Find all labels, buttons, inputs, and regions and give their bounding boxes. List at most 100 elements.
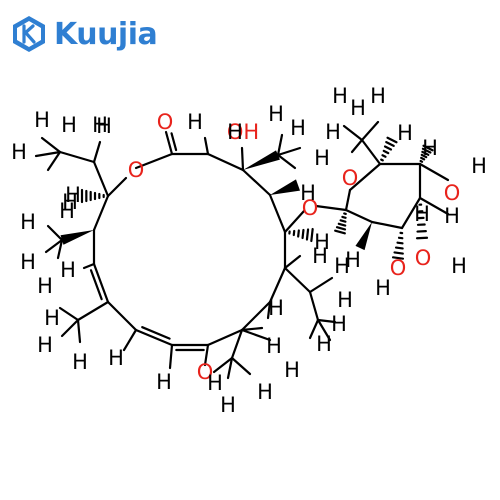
hydrogen-label: H	[316, 332, 332, 356]
double-bond-inner	[141, 326, 171, 340]
hash-bond-stripe	[393, 251, 404, 255]
hydrogen-label: H	[266, 334, 282, 358]
single-bond	[316, 318, 332, 342]
single-bond	[314, 204, 348, 212]
single-bond	[60, 318, 80, 338]
single-bond	[241, 168, 272, 197]
single-bond	[34, 150, 62, 158]
hash-bond-stripe	[380, 158, 384, 162]
hydrogen-label: H	[92, 113, 108, 137]
single-bond	[226, 356, 234, 380]
single-bond	[58, 150, 96, 164]
hydrogen-label: H	[375, 276, 391, 300]
hash-bond-stripe	[383, 145, 393, 151]
hash-bond-stripe	[421, 150, 430, 156]
single-bond	[418, 196, 450, 216]
hydrogen-label: H	[332, 84, 348, 108]
single-bond	[134, 152, 174, 170]
hydrogen-label: H	[284, 358, 300, 382]
hydrogen-label: H	[444, 204, 460, 228]
double-bond	[134, 328, 174, 347]
single-bond	[370, 220, 404, 230]
hydrogen-label: H	[334, 254, 350, 278]
hash-bond-stripe	[391, 256, 405, 260]
hydrogen-label: H	[207, 371, 223, 395]
single-bond	[40, 136, 62, 154]
single-bond	[276, 153, 297, 170]
hydrogen-label: H	[37, 333, 53, 357]
single-bond	[268, 193, 287, 234]
hydrogen-label: H	[227, 120, 243, 144]
hash-bond-stripe	[421, 147, 432, 154]
hydrogen-label: H	[257, 380, 273, 404]
hash-bond-stripe	[337, 222, 347, 227]
single-bond	[360, 120, 380, 142]
hydrogen-label: H	[370, 84, 386, 108]
double-bond-inner	[89, 269, 103, 301]
single-bond	[344, 188, 352, 212]
hydrogen-label: H	[268, 102, 284, 126]
wedge-bond	[60, 230, 94, 245]
single-bond	[203, 136, 210, 156]
hydrogen-label: H	[337, 288, 353, 312]
hydrogen-label: H	[156, 370, 172, 394]
single-bond	[344, 208, 374, 224]
single-bond	[342, 124, 364, 142]
hydrogen-label: H	[471, 154, 487, 178]
sugar-hydroxyl-oxygen-label: O	[390, 256, 407, 280]
wedge-bond	[243, 150, 280, 170]
sugar-ring-oxygen-label: O	[342, 166, 359, 190]
single-bond	[212, 356, 234, 374]
single-bond	[206, 328, 244, 347]
single-bond	[76, 300, 110, 322]
single-bond	[82, 262, 96, 270]
hydrogen-label: H	[314, 146, 330, 170]
kuujia-logo-text: Kuujia	[54, 16, 158, 52]
single-bond	[276, 133, 284, 157]
hydrogen-label: H	[60, 258, 76, 282]
hash-bond-stripe	[310, 227, 314, 243]
single-bond	[283, 209, 306, 234]
wedge-bond	[270, 179, 301, 195]
hash-bond-stripe	[334, 229, 346, 235]
kuujia-logo-icon	[13, 16, 45, 52]
single-bond	[418, 162, 450, 182]
hydrogen-label: H	[11, 140, 27, 164]
single-bond	[106, 300, 138, 332]
hash-bond-stripe	[386, 136, 398, 144]
hash-bond-stripe	[341, 215, 347, 219]
hydrogen-label: H	[325, 120, 341, 144]
single-bond	[206, 152, 245, 172]
hydrogen-label: H	[350, 96, 366, 120]
single-bond	[92, 140, 102, 164]
single-bond	[240, 300, 272, 332]
hydrogen-label: H	[65, 183, 81, 207]
ketone-oxygen-label: O	[197, 360, 214, 384]
hydrogen-label: H	[414, 202, 430, 226]
single-bond	[122, 328, 138, 352]
hash-bond-stripe	[420, 156, 426, 161]
hash-bond-stripe	[305, 228, 310, 241]
hydrogen-label: H	[62, 190, 78, 214]
hydrogen-label: H	[300, 181, 316, 205]
hash-bond-stripe	[382, 149, 390, 155]
single-bond	[46, 150, 62, 172]
single-bond	[230, 356, 252, 376]
sugar-hydroxyl-oxygen-label: O	[415, 246, 432, 270]
hydrogen-label: H	[422, 136, 438, 160]
single-bond	[276, 146, 302, 157]
hydrogen-label: H	[108, 346, 124, 370]
hash-bond-stripe	[420, 153, 428, 159]
hydrogen-label: H	[451, 254, 467, 278]
single-bond	[203, 343, 210, 367]
single-bond	[283, 266, 312, 294]
hash-bond-stripe	[394, 246, 404, 250]
hash-bond-stripe	[335, 226, 347, 231]
single-bond	[316, 318, 337, 324]
hydrogen-label: H	[290, 116, 306, 140]
hash-bond-stripe	[385, 141, 395, 147]
hydrogen-label: H	[397, 121, 413, 145]
hydrogen-label: H	[34, 108, 50, 132]
hydrogen-label: H	[314, 230, 330, 254]
